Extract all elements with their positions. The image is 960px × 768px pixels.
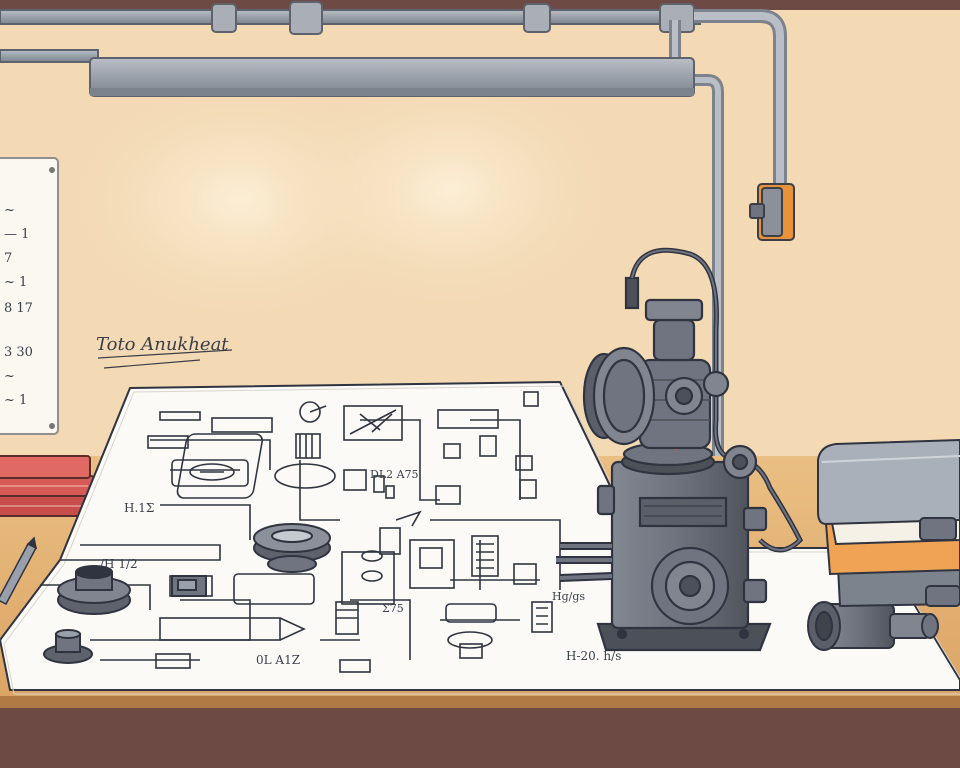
wall-chart-line-7: ~ bbox=[4, 369, 15, 384]
wall-chart-line-6: 3 30 bbox=[4, 345, 33, 360]
wall-chart-line-1: ~ bbox=[4, 203, 15, 218]
pipe-coupling bbox=[807, 601, 939, 651]
wall-junction-box bbox=[749, 183, 795, 241]
fitting-component-left bbox=[43, 629, 93, 664]
wall-chart: ~ — 1 7 ~ 1 8 17 3 30 ~ ~ 1 bbox=[0, 157, 59, 435]
wall-chart-line-8: ~ 1 bbox=[4, 393, 27, 408]
bearing-component-left bbox=[57, 565, 131, 615]
blueprint-label-left-mid: H.1Σ bbox=[124, 501, 154, 515]
wall-chart-line-4: ~ 1 bbox=[4, 275, 27, 290]
overhead-pipes bbox=[0, 1, 787, 470]
gear-component-center bbox=[253, 523, 331, 573]
desk-edge bbox=[0, 696, 960, 708]
blueprint-label-bottom-center: 0L A1Z bbox=[256, 653, 300, 667]
book-stack-left bbox=[0, 455, 97, 517]
case-stack-right bbox=[817, 438, 960, 608]
blueprint-labels: H.1Σ /H 1/2 DL2 A75 0L A1Z Σ75 Hg/gs H-2… bbox=[100, 468, 621, 667]
wall-sign-text: Toto Anukheat bbox=[96, 334, 229, 355]
blueprint-schematic bbox=[40, 391, 561, 673]
blueprint-label-center-top: DL2 A75 bbox=[370, 468, 419, 481]
ceiling-strip bbox=[0, 0, 960, 10]
wall-chart-line-2: — 1 bbox=[4, 227, 29, 242]
blueprint-label-right-side: Hg/gs bbox=[552, 590, 585, 603]
blueprint-label-left-low: /H 1/2 bbox=[100, 557, 138, 571]
floor bbox=[0, 708, 960, 768]
blueprint-label-bottom-right: H-20. h/s bbox=[566, 649, 621, 663]
pump-motor-machine bbox=[556, 247, 804, 652]
pencil bbox=[0, 536, 38, 605]
wall-chart-line-3: 7 bbox=[4, 251, 12, 266]
light-glow-right bbox=[260, 50, 640, 330]
wall-sign-underline bbox=[97, 349, 233, 369]
wall-chart-line-5: 8 17 bbox=[4, 301, 33, 316]
blueprint-label-bottom-mid: Σ75 bbox=[382, 602, 404, 615]
small-block-component bbox=[171, 575, 207, 597]
